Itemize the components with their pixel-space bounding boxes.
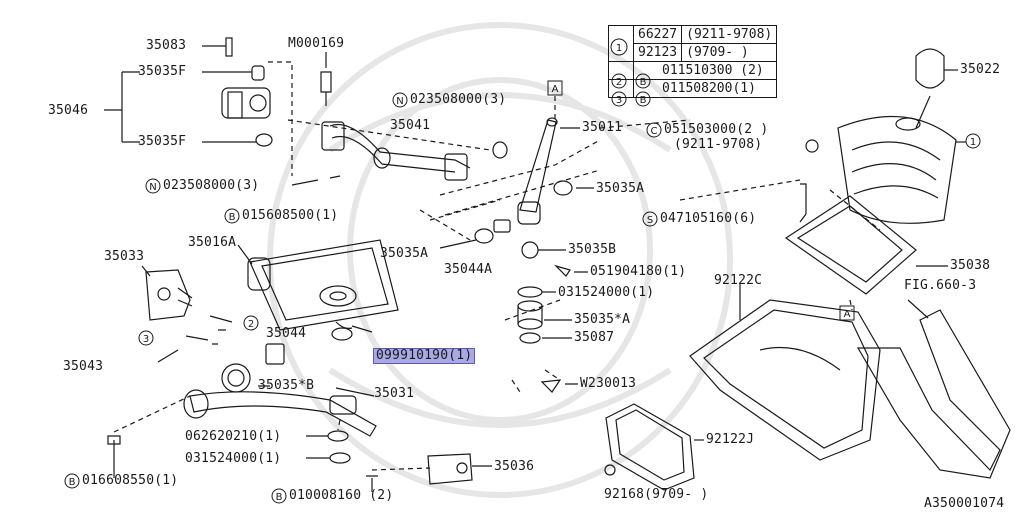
marker-C: C — [651, 126, 658, 137]
label-35038[interactable]: 35038 — [950, 258, 991, 273]
part-lever-35011 — [517, 117, 558, 225]
table-r2-range: (9709- ) — [681, 43, 778, 62]
table-r2-part: 92123 — [632, 43, 683, 62]
marker-2: 2 — [248, 319, 254, 330]
label-35083[interactable]: 35083 — [146, 38, 187, 53]
label-35036[interactable]: 35036 — [494, 459, 535, 474]
variant-table: 66227 (9211-9708) 92123 (9709- ) 0115103… — [608, 25, 778, 98]
label-B010008160[interactable]: 010008160 (2) — [289, 488, 394, 503]
marker-3: 3 — [143, 334, 149, 345]
part-boot-66227 — [837, 115, 957, 224]
label-B015608500[interactable]: 015608500(1) — [242, 208, 339, 223]
part-arm-35031 — [183, 363, 377, 437]
part-frame-92122J — [605, 403, 695, 491]
label-N023508000-top[interactable]: 023508000(3) — [410, 92, 507, 107]
table-marker-3: 3 — [616, 95, 622, 106]
marker-N-1: N — [396, 96, 403, 107]
part-trim-FIG660 — [856, 309, 1011, 479]
label-C051503000[interactable]: 051503000(2 ) — [664, 122, 769, 137]
label-35087[interactable]: 35087 — [574, 330, 615, 345]
label-35016A[interactable]: 35016A — [188, 235, 237, 250]
label-35033[interactable]: 35033 — [104, 249, 145, 264]
label-35035A-left[interactable]: 35035A — [380, 246, 429, 261]
part-plate-35016A — [247, 239, 399, 331]
marker-B-3: B — [276, 492, 283, 503]
part-console-92122C — [689, 299, 881, 461]
label-031524000-mid[interactable]: 031524000(1) — [558, 285, 655, 300]
label-35035-star-A[interactable]: 35035*A — [574, 312, 631, 327]
label-M000169[interactable]: M000169 — [288, 36, 345, 51]
part-35035-star-A — [517, 300, 543, 330]
label-35035-star-B[interactable]: 35035*B — [258, 378, 315, 393]
part-bracket-35046 — [221, 37, 273, 147]
part-bracket-35033 — [145, 269, 193, 321]
label-S047105160[interactable]: 047105160(6) — [660, 211, 757, 226]
marker-B-2: B — [69, 477, 76, 488]
part-bracket-35036 — [427, 453, 473, 485]
label-35022[interactable]: 35022 — [960, 62, 1001, 77]
table-r4-part: 011508200(1) — [632, 79, 778, 98]
label-FIG660-3[interactable]: FIG.660-3 — [904, 278, 977, 293]
marker-1: 1 — [970, 137, 976, 148]
marker-N-2: N — [149, 182, 156, 193]
label-92122J[interactable]: 92122J — [706, 432, 755, 447]
part-plate-35038 — [784, 195, 917, 295]
label-35035F-top[interactable]: 35035F — [138, 64, 187, 79]
ref-marker-A-1: A — [552, 84, 559, 95]
label-099910190-selected[interactable]: 099910190(1) — [373, 348, 476, 364]
ref-marker-A-2: A — [844, 309, 851, 320]
label-92122C[interactable]: 92122C — [714, 273, 763, 288]
diagram-id: A350001074 — [924, 496, 1005, 511]
label-35044A[interactable]: 35044A — [444, 262, 493, 277]
part-knob-35022 — [915, 48, 945, 129]
table-r3-part: 011510300 (2) — [632, 61, 778, 80]
part-rod-35041 — [321, 121, 508, 181]
label-031524000-left[interactable]: 031524000(1) — [185, 451, 282, 466]
label-35044[interactable]: 35044 — [266, 326, 307, 341]
part-35035A-right — [553, 180, 573, 196]
label-35035F-bottom[interactable]: 35035F — [138, 134, 187, 149]
label-C051503000-range: (9211-9708) — [674, 137, 763, 152]
label-W230013[interactable]: W230013 — [580, 376, 637, 391]
label-35046[interactable]: 35046 — [48, 103, 89, 118]
bracket-35046 — [104, 71, 140, 143]
label-35041[interactable]: 35041 — [390, 118, 431, 133]
table-r1-range: (9211-9708) — [681, 25, 778, 44]
label-35031[interactable]: 35031 — [374, 386, 415, 401]
label-92168[interactable]: 92168(9709- ) — [604, 487, 709, 502]
label-35035A-right[interactable]: 35035A — [596, 181, 645, 196]
label-35043[interactable]: 35043 — [63, 359, 104, 374]
label-35011[interactable]: 35011 — [582, 120, 623, 135]
label-062620210[interactable]: 062620210(1) — [185, 429, 282, 444]
table-marker-B-2: B — [640, 95, 647, 106]
watermark-emblem — [267, 22, 733, 498]
label-35035B[interactable]: 35035B — [568, 242, 617, 257]
label-N023508000-left[interactable]: 023508000(3) — [163, 178, 260, 193]
label-B016608550[interactable]: 016608550(1) — [82, 473, 179, 488]
marker-B-1: B — [229, 212, 236, 223]
marker-S: S — [647, 215, 653, 226]
label-051904180[interactable]: 051904180(1) — [590, 264, 687, 279]
table-r1-part: 66227 — [632, 25, 683, 44]
